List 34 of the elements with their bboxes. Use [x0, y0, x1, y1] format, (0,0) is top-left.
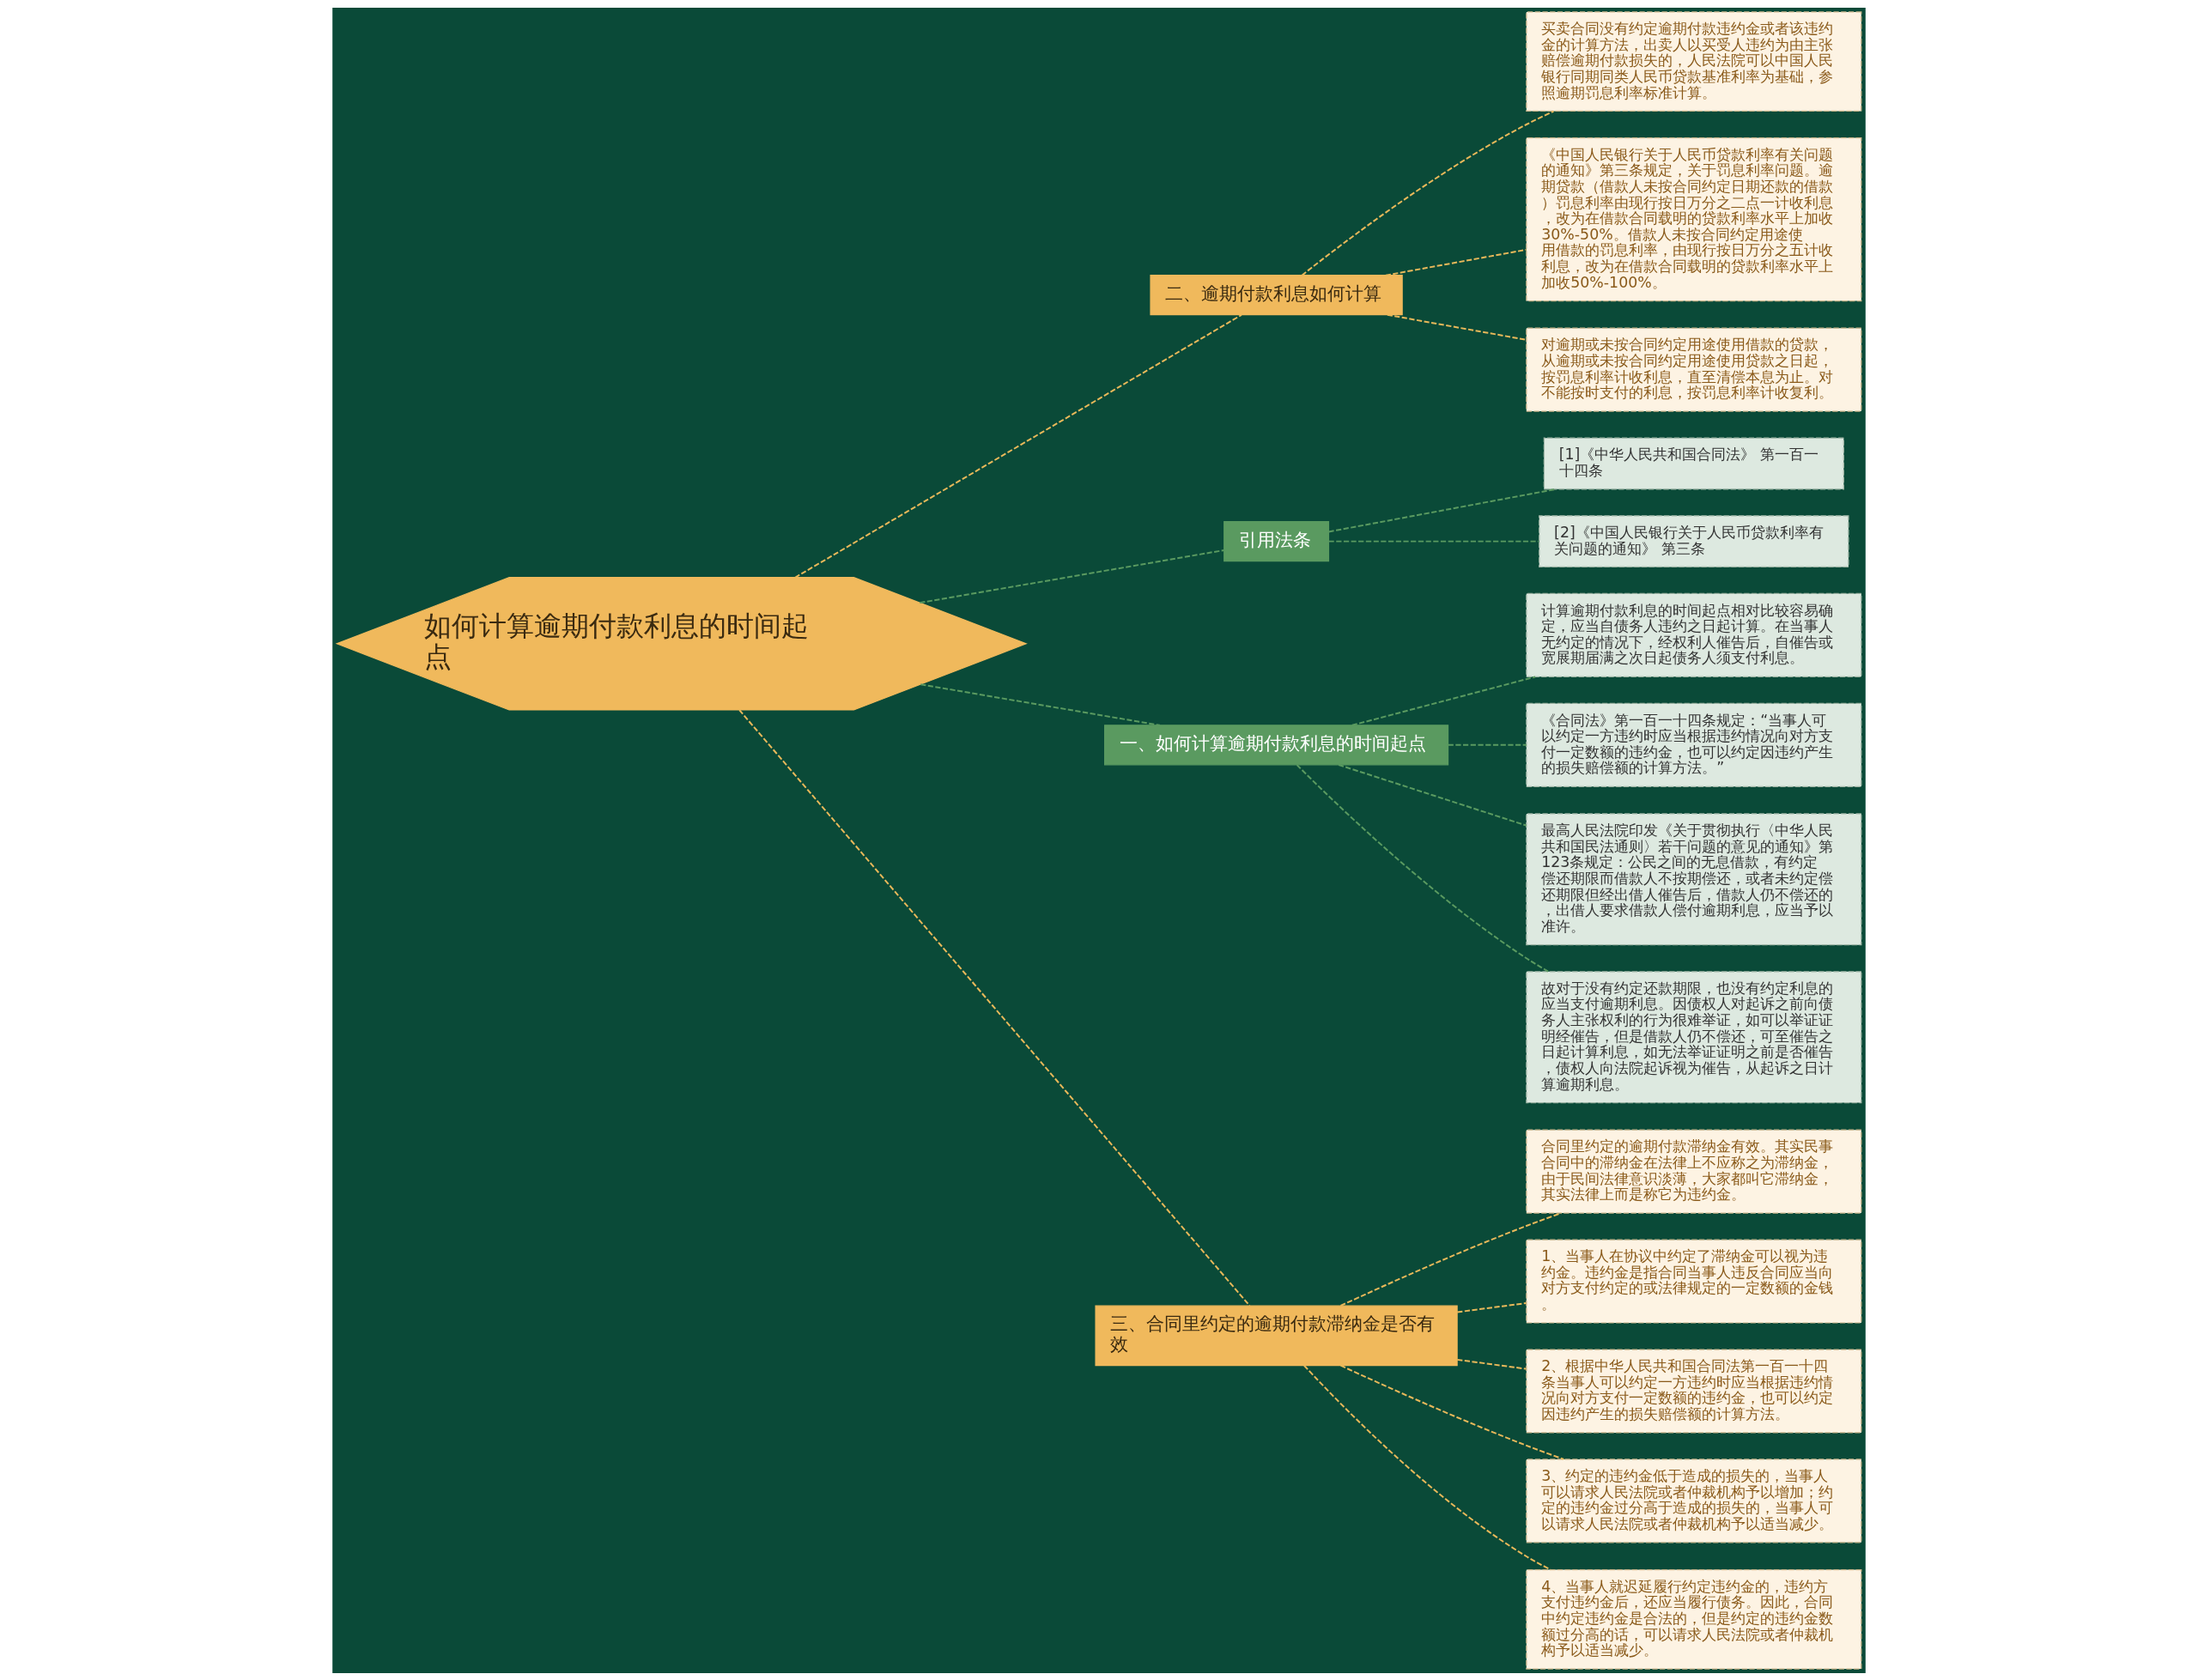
- node-box: 3、约定的违约金低于造成的损失的，当事人可以请求人民法院或者仲裁机构予以增加；约定的违约金过分高于造成的损失的，当事人可以请求人民法院或者仲裁机构予以适当减少。: [1526, 1458, 1862, 1543]
- connector: [1456, 1358, 1527, 1370]
- node-box: 故对于没有约定还款期限，也没有约定利息的应当支付逾期利息。因债权人对起诉之前向债务人主张权利的行为很难举证，如可以举证证明经催告，但是借款人仍不偿还，可至催告之日起计算利息，如无法举证证明之前是否催告，债权人向法院起诉视为催告，从起诉之日计算逾期利息。: [1526, 970, 1862, 1103]
- connector: [1338, 763, 1527, 827]
- node-box: 2、根据中华人民共和国合同法第一百一十四条当事人可以约定一方违约时应当根据违约情况向对方支付一定数额的违约金，也可以约定因违约产生的损失赔偿额的计算方法。: [1526, 1348, 1862, 1434]
- node-box: 《合同法》第一百一十四条规定：“当事人可以约定一方违约时应当根据违约情况向对方支付一定数额的违约金，也可以约定因违约产生的损失赔偿额的计算方法。”: [1526, 702, 1862, 787]
- connector: [920, 682, 1161, 726]
- node-box: 《中国人民银行关于人民币贷款利率有关问题的通知》第三条规定，关于罚息利率问题。逾期贷款（借款人未按合同约定日期还款的借款）罚息利率由现行按日万分之二点一计收利息，改为在借款合同载明的贷款利率水平上加收30%-50%。借款人未按合同约定用途使用借款的罚息利率，由现行按日万分之五计收利息，改为在借款合同载明的贷款利率水平上加收50%-100%。: [1526, 136, 1862, 301]
- node-box: 二、逾期付款利息如何计算: [1150, 274, 1403, 315]
- node-box: 4、当事人就迟延履行约定违约金的，违约方支付违约金后，还应当履行债务。因此，合同中约定违约金是合法的，但是约定的违约金数额过分高的话，可以请求人民法院或者仲裁机构予以适当减少。: [1526, 1568, 1862, 1670]
- node-box: 三、合同里约定的逾期付款滞纳金是否有效: [1095, 1305, 1458, 1366]
- node-box: 一、如何计算逾期付款利息的时间起点: [1104, 724, 1449, 765]
- connector: [794, 313, 1242, 579]
- node-box: 对逾期或未按合同约定用途使用借款的贷款，从逾期或未按合同约定用途使用贷款之日起，按罚息利率计收利息，直至清偿本息为止。对不能按时支付的利息，按罚息利率计收复利。: [1526, 327, 1862, 412]
- node-box: 合同里约定的逾期付款滞纳金有效。其实民事合同中的滞纳金在法律上不应称之为滞纳金，由于民间法律意识淡薄，大家都叫它滞纳金，其实法律上而是称它为违约金。: [1526, 1129, 1862, 1214]
- connector: [1385, 248, 1527, 276]
- connector: [1447, 743, 1527, 746]
- node-box: 计算逾期付款利息的时间起点相对比较容易确定，应当自债务人违约之日起计算。在当事人无约定的情况下，经权利人催告后，自催告或宽展期届满之次日起债务人须支付利息。: [1526, 592, 1862, 677]
- node-box: 1、当事人在协议中约定了滞纳金可以视为违约金。违约金是指合同当事人违反合同应当向对方支付约定的或法律规定的一定数额的金钱。: [1526, 1239, 1862, 1324]
- node-box: 最高人民法院印发《关于贯彻执行〈中华人民共和国民法通则〉若干问题的意见的通知》第123条规定：公民之间的无息借款，有约定偿还期限而借款人不按期偿还，或者未约定偿还期限但经出借人催告后，借款人仍不偿还的，出借人要求借款人偿付逾期利息，应当予以准许。: [1526, 812, 1862, 945]
- connector: [1456, 1301, 1527, 1313]
- node-box: 引用法条: [1223, 520, 1330, 561]
- connector: [1303, 1364, 1551, 1570]
- connector: [1386, 313, 1527, 341]
- connector: [1339, 1364, 1565, 1460]
- connector: [1301, 110, 1555, 276]
- connector: [1351, 675, 1537, 726]
- connector: [1327, 540, 1540, 543]
- node-box: [1]《中华人民共和国合同法》 第一百一十四条: [1543, 437, 1844, 489]
- connector: [1296, 763, 1550, 973]
- connector: [919, 549, 1225, 603]
- node-box: [2]《中国人民银行关于人民币贷款利率有关问题的通知》 第三条: [1539, 514, 1849, 567]
- node-box: 买卖合同没有约定逾期付款违约金或者该违约金的计算方法，出卖人以买受人违约为由主张赔偿逾期付款损失的，人民法院可以中国人民银行同期同类人民币贷款基准利率为基础，参照逾期罚息利率标准计算。: [1526, 10, 1862, 112]
- connector: [738, 708, 1251, 1307]
